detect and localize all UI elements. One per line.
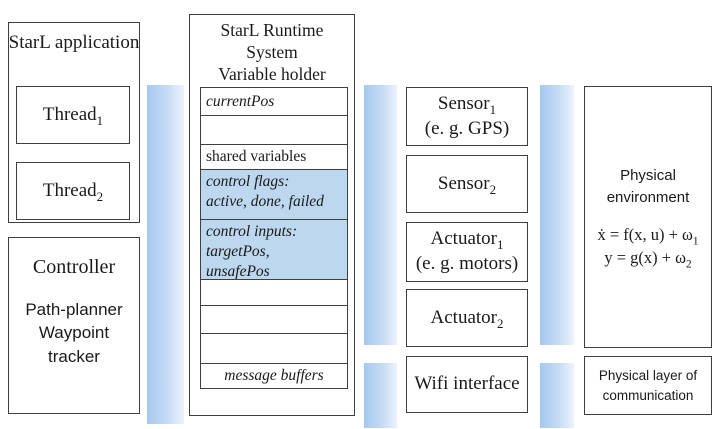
runtime-title-line2: System xyxy=(246,42,298,63)
physical-environment-box: Physical environment ẋ = f(x, u) + ω1 y … xyxy=(584,86,712,348)
thread2-subscript: 2 xyxy=(96,188,104,204)
sensor1-note: (e. g. GPS) xyxy=(424,117,510,139)
row-control-flags: control flags: active, done, failed xyxy=(201,170,347,220)
data-flow-bar-runtime-wifi xyxy=(364,363,397,428)
thread1-subscript: 1 xyxy=(96,112,104,128)
message-buffers-label: message buffers xyxy=(224,367,324,384)
data-flow-bar-devices-environment xyxy=(540,85,574,345)
control-flags-label: control flags: xyxy=(206,173,290,190)
actuator2-box: Actuator2 xyxy=(406,289,528,347)
runtime-title-line3: Variable holder xyxy=(218,64,326,85)
sensor1-label: Sensor1 xyxy=(437,92,497,117)
physical-layer-box: Physical layer of communication xyxy=(584,356,712,415)
thread1-label: Thread1 xyxy=(42,104,104,128)
row-control-inputs: control inputs: targetPos, unsafePos xyxy=(201,220,347,280)
physical-layer-label: Physical layer of communication xyxy=(598,367,698,403)
sensor1-subscript: 1 xyxy=(489,101,497,117)
data-flow-bar-wifi-physical-layer xyxy=(540,363,574,428)
row-shared-variables: shared variables xyxy=(201,145,347,170)
wifi-interface-label: Wifi interface xyxy=(414,373,520,395)
actuator1-note: (e. g. motors) xyxy=(415,253,519,274)
thread1-box: Thread1 xyxy=(16,86,130,144)
row-empty-3 xyxy=(201,306,347,334)
controller-line-waypoint: Waypoint xyxy=(38,323,110,343)
dynamics-equations: ẋ = f(x, u) + ω1 y = g(x) + ω2 xyxy=(597,224,698,269)
actuator1-box: Actuator1 (e. g. motors) xyxy=(406,222,528,282)
output-equation-subscript: 2 xyxy=(686,258,692,271)
controller-title: Controller xyxy=(32,256,116,278)
controller-box xyxy=(8,237,140,414)
row-message-buffers: message buffers xyxy=(201,364,347,388)
shared-variables-label: shared variables xyxy=(206,148,307,165)
row-empty-1 xyxy=(201,116,347,145)
actuator2-subscript: 2 xyxy=(497,315,504,331)
state-equation-subscript: 1 xyxy=(692,235,699,248)
starl-application-title: StarL application xyxy=(8,32,140,53)
controller-line-tracker: tracker xyxy=(48,346,100,366)
sensor1-box: Sensor1 (e. g. GPS) xyxy=(406,87,528,146)
runtime-title-line1: StarL Runtime xyxy=(220,20,324,40)
control-inputs-value-unsafe-pos: unsafePos xyxy=(206,263,270,280)
thread2-box: Thread2 xyxy=(16,162,130,220)
wifi-interface-box: Wifi interface xyxy=(406,356,528,413)
sensor2-box: Sensor2 xyxy=(406,155,528,213)
actuator1-label: Actuator1 xyxy=(430,228,504,253)
row-empty-2 xyxy=(201,280,347,306)
current-pos-label: currentPos xyxy=(206,92,275,110)
actuator2-label: Actuator2 xyxy=(430,306,504,331)
control-inputs-label: control inputs: xyxy=(206,223,298,240)
state-equation: ẋ = f(x, u) + ω1 xyxy=(597,225,699,248)
row-empty-4 xyxy=(201,334,347,364)
controller-description: Path-planner Waypoint tracker xyxy=(8,298,140,368)
physical-environment-title: Physical environment xyxy=(606,166,690,206)
controller-line-path-planner: Path-planner xyxy=(25,300,123,319)
sensor2-subscript: 2 xyxy=(489,181,497,197)
control-flags-values: active, done, failed xyxy=(206,193,324,211)
thread2-label: Thread2 xyxy=(42,180,104,204)
sensor2-label: Sensor2 xyxy=(437,172,497,197)
actuator1-subscript: 1 xyxy=(497,237,504,253)
data-flow-bar-runtime-devices xyxy=(364,85,397,345)
control-inputs-value-target-pos: targetPos, xyxy=(206,243,270,261)
row-current-pos: currentPos xyxy=(201,88,347,116)
variable-holder-table: currentPos shared variables control flag… xyxy=(200,87,348,389)
runtime-system-title: StarL Runtime System Variable holder xyxy=(189,19,355,86)
data-flow-bar-app-runtime xyxy=(147,85,184,424)
output-equation: y = g(x) + ω2 xyxy=(604,247,692,271)
